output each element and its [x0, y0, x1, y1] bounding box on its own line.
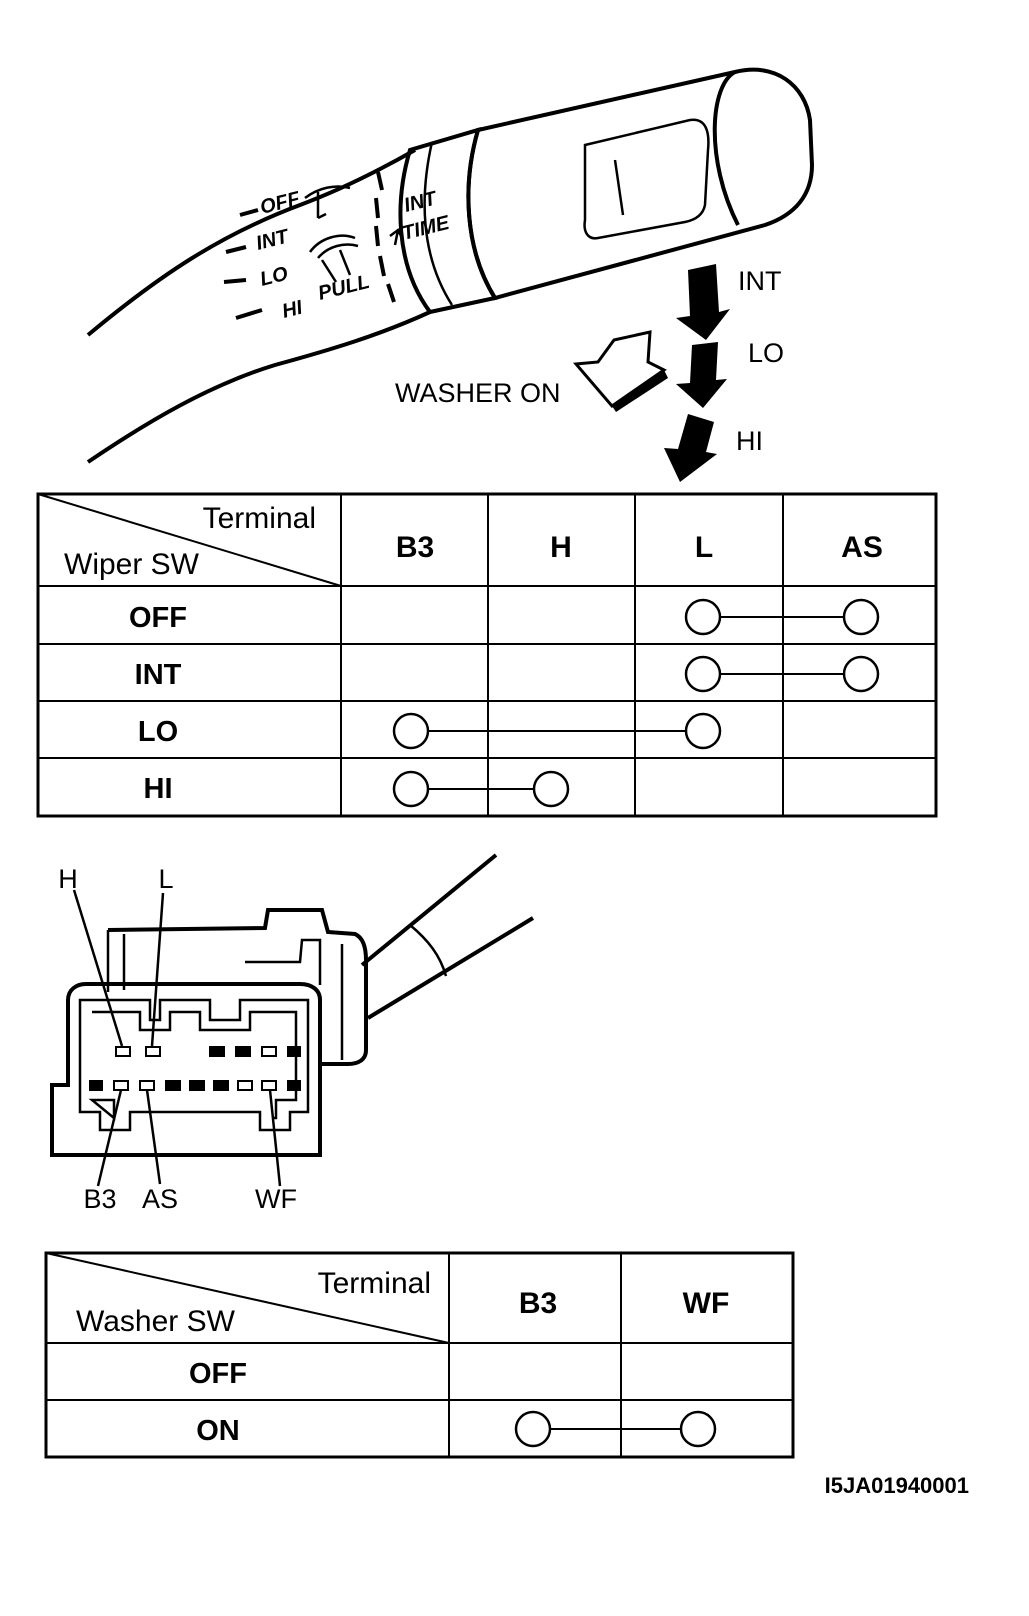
wiper-continuity-node — [684, 598, 722, 636]
connector-label-wf: WF — [255, 1184, 297, 1214]
arrow-label-lo: LO — [748, 338, 784, 368]
lever-pos-hi: HI — [280, 297, 305, 323]
lever-knob-face — [712, 70, 740, 226]
int-time-arrow-icon — [389, 228, 404, 246]
arrow-label-int: INT — [738, 266, 782, 296]
connector-illustration: H L B3 AS WF — [50, 853, 535, 1214]
connector-lever-bottom — [366, 916, 535, 1020]
wiper-continuity-node — [684, 655, 722, 693]
lever-direction-arrows: INT LO HI WASHER ON — [395, 264, 784, 482]
int-time-label-2: TIME — [400, 212, 452, 245]
lever-shaft — [86, 148, 416, 337]
wiper-col-as: AS — [841, 531, 883, 564]
wiper-off-icon — [304, 185, 351, 220]
arrow-label-hi: HI — [736, 426, 763, 456]
washer-corner-terminal: Terminal — [318, 1267, 431, 1300]
washer-table-border — [44, 1251, 795, 1459]
wiper-continuity-node — [392, 770, 430, 808]
lever-tab — [583, 118, 710, 240]
down-arrow-lo-icon — [676, 342, 727, 408]
wiper-continuity-node — [684, 712, 722, 750]
washer-push-arrow-icon — [572, 330, 667, 409]
wiper-corner-terminal: Terminal — [203, 502, 316, 535]
wiper-table-diagonal — [37, 493, 342, 587]
wiper-continuity-links — [392, 598, 880, 808]
int-time-label-1: INT — [402, 187, 440, 217]
connector-leaders — [72, 889, 282, 1187]
washer-row-on: ON — [196, 1415, 240, 1447]
connector-label-h: H — [58, 864, 78, 894]
lever-position-ticks — [223, 208, 263, 320]
wiper-row-int: INT — [135, 659, 182, 691]
lever-pull-label: PULL — [316, 271, 372, 305]
washer-corner-switch: Washer SW — [76, 1305, 236, 1338]
washer-push-arrow-shadow — [612, 370, 668, 412]
down-arrow-int-icon — [676, 264, 730, 340]
wiper-int-icon — [308, 234, 359, 283]
washer-continuity-links — [514, 1410, 717, 1448]
washer-continuity-node — [679, 1410, 717, 1448]
wiper-col-l: L — [695, 531, 713, 564]
wiper-row-lo: LO — [138, 716, 178, 748]
lever-pos-int: INT — [254, 225, 292, 255]
connector-label-b3: B3 — [83, 1184, 116, 1214]
lever-tab-line — [613, 159, 625, 216]
down-arrow-hi-icon — [664, 414, 717, 482]
washer-col-b3: B3 — [519, 1287, 557, 1320]
wiper-switch-table: Terminal Wiper SW B3 H L AS OFF INT LO H… — [36, 492, 938, 818]
washer-col-wf: WF — [683, 1287, 730, 1320]
washer-switch-table: Terminal Washer SW B3 WF OFF ON — [44, 1251, 795, 1459]
connector-lever-top — [360, 853, 498, 967]
lever-knob — [466, 67, 815, 301]
wiper-continuity-node — [842, 655, 880, 693]
lever-pos-lo: LO — [258, 263, 291, 291]
connector-label-as: AS — [142, 1184, 178, 1214]
connector-terminals — [89, 1046, 301, 1091]
wiper-continuity-node — [392, 712, 430, 750]
washer-continuity-node — [514, 1410, 552, 1448]
lever-pos-off: OFF — [258, 188, 303, 219]
lever-ring-inner — [423, 141, 454, 306]
wiper-corner-switch: Wiper SW — [64, 548, 200, 581]
wiper-continuity-node — [842, 598, 880, 636]
lever-shaft-lower — [86, 310, 431, 464]
connector-angle-arc — [409, 924, 448, 977]
wiper-col-b3: B3 — [396, 531, 434, 564]
washer-table-diagonal — [45, 1252, 450, 1344]
washer-row-off: OFF — [189, 1358, 247, 1390]
connector-shell — [78, 998, 310, 1132]
connector-housing — [50, 982, 322, 1157]
wiper-col-h: H — [550, 531, 572, 564]
wiper-continuity-node — [532, 770, 570, 808]
wiper-row-off: OFF — [129, 602, 187, 634]
washer-on-label: WASHER ON — [395, 378, 561, 408]
connector-label-l: L — [158, 864, 173, 894]
lever-ridges — [374, 171, 396, 303]
connector-rear-body — [107, 908, 368, 1066]
wiper-row-hi: HI — [144, 773, 173, 805]
figure-code: I5JA01940001 — [825, 1473, 969, 1498]
